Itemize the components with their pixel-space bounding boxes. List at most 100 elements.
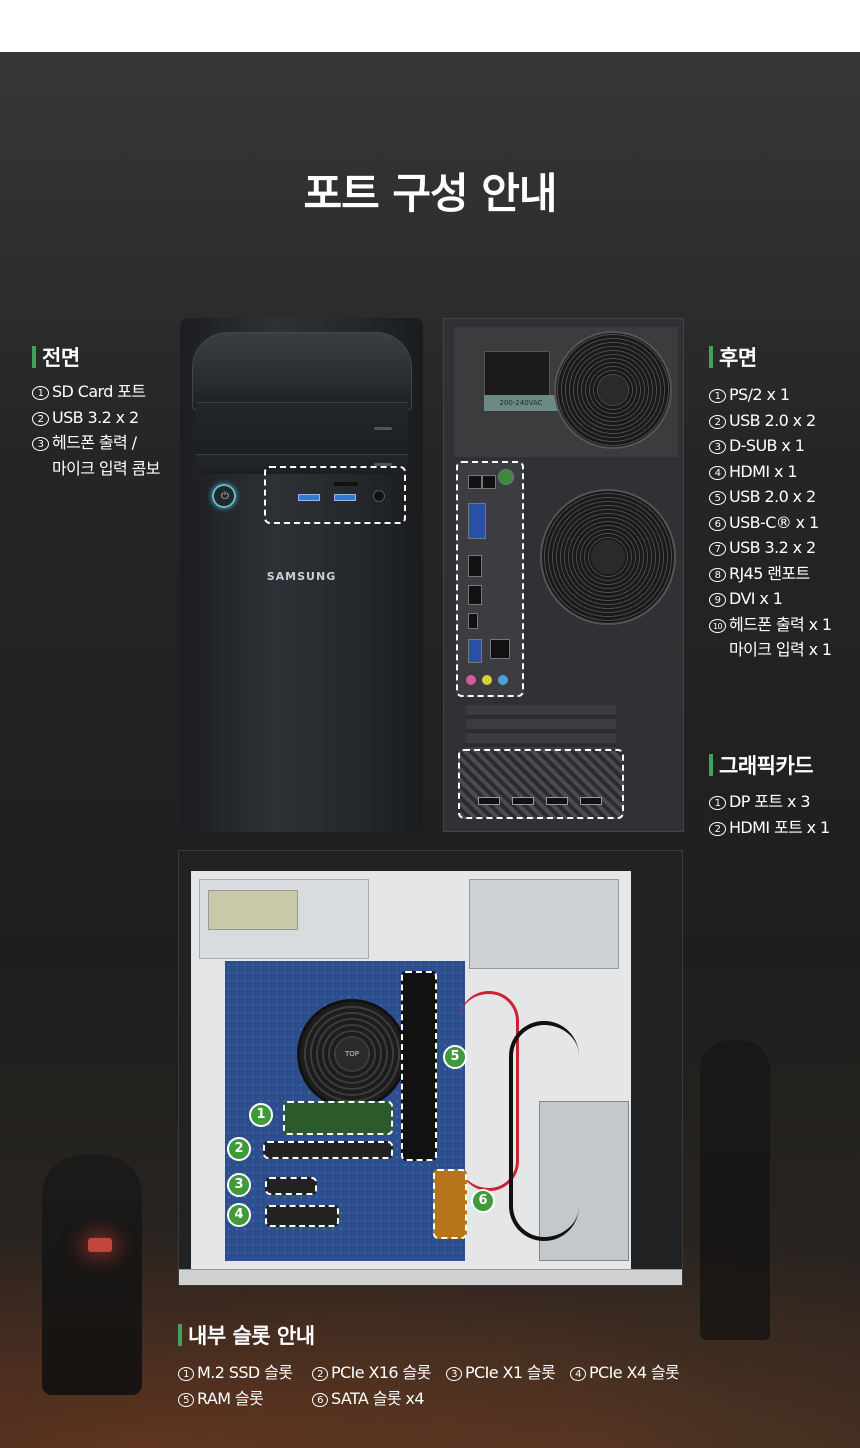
item-number: 1 (709, 389, 726, 403)
item-text: D-SUB x 1 (729, 436, 805, 455)
item-number: 3 (446, 1367, 462, 1381)
list-item-continuation: 마이크 입력 x 1 (729, 640, 832, 659)
item-text: PCIe X16 슬롯 (331, 1363, 431, 1382)
item-number: 6 (709, 516, 726, 531)
item-text: PCIe X4 슬롯 (589, 1363, 680, 1382)
rear-section-title: 후면 (709, 342, 757, 372)
psu-voltage-label: 200-240VAC (484, 395, 558, 411)
line-in-jack-icon (498, 675, 508, 685)
usb-port-icon (468, 639, 482, 663)
item-number: 2 (709, 821, 726, 836)
cpu-cooler-icon: TOP (297, 999, 407, 1109)
rear-title-label: 후면 (719, 346, 757, 370)
usb-port-icon (334, 494, 356, 501)
internal-section-title: 내부 슬롯 안내 (178, 1320, 315, 1350)
item-text: DP 포트 x 3 (729, 792, 811, 811)
item-number: 1 (178, 1367, 194, 1381)
page-title: 포트 구성 안내 (303, 169, 557, 218)
tower-top-panel (192, 332, 412, 410)
front-title-label: 전면 (42, 346, 80, 370)
psu-sticker (208, 890, 298, 930)
item-text: RAM 슬롯 (197, 1389, 264, 1408)
usb-port-icon (482, 475, 496, 489)
slot-badge: 3 (227, 1173, 251, 1197)
rear-tower-image: 200-240VAC (443, 318, 684, 832)
usb-port-icon (468, 585, 482, 605)
item-number: 2 (709, 414, 726, 429)
sd-card-slot-icon (334, 482, 358, 486)
background-haze (0, 52, 860, 452)
front-io-highlight (264, 466, 406, 524)
item-number: 8 (709, 567, 726, 582)
item-text: SD Card 포트 (52, 382, 146, 401)
front-section-title: 전면 (32, 342, 80, 372)
item-text: DVI x 1 (729, 589, 783, 608)
drive-bay (196, 402, 408, 454)
hdmi-port-icon (580, 797, 602, 805)
rear-io-highlight (456, 461, 524, 697)
item-number: 9 (709, 593, 726, 607)
dp-port-icon (546, 797, 568, 805)
dp-port-icon (478, 797, 500, 805)
slot-badge: 5 (443, 1045, 467, 1069)
usb-c-port-icon (468, 613, 478, 629)
item-number: 5 (709, 491, 726, 505)
pcie-x16-slot-highlight (263, 1141, 393, 1159)
item-number: 3 (32, 437, 49, 451)
m2-slot-highlight (283, 1101, 393, 1135)
slot-badge: 4 (227, 1203, 251, 1227)
item-text: PS/2 x 1 (729, 385, 790, 404)
item-text: USB 2.0 x 2 (729, 410, 816, 430)
ram-slot-highlight (401, 971, 437, 1161)
item-number: 1 (32, 386, 49, 400)
pcie-x1-slot-highlight (265, 1177, 317, 1195)
audio-jack-icon (373, 490, 385, 502)
graphics-section-title: 그래픽카드 (709, 750, 814, 780)
usb-port-icon (298, 494, 320, 501)
background-rider-silhouette (42, 1155, 142, 1395)
internal-psu (199, 879, 369, 959)
slot-badge: 1 (249, 1103, 273, 1127)
ps2-port-icon (498, 469, 514, 485)
front-tower-image: ⏻ SAMSUNG (180, 318, 423, 832)
item-number: 2 (32, 411, 49, 426)
drive-bay (196, 454, 408, 474)
item-number: 7 (709, 542, 726, 556)
cooler-cap-label: TOP (336, 1038, 368, 1070)
accent-bar (178, 1324, 182, 1346)
sata-slot-highlight (433, 1169, 467, 1239)
list-item-continuation: 마이크 입력 콤보 (52, 458, 160, 478)
item-text: 헤드폰 출력 / (52, 433, 137, 452)
power-plug-icon (484, 351, 550, 401)
item-number: 1 (709, 796, 726, 810)
accent-bar (32, 346, 36, 368)
item-text: SATA 슬롯 x4 (331, 1389, 425, 1408)
item-text: USB 3.2 x 2 (52, 407, 139, 427)
item-number: 10 (709, 618, 726, 633)
sata-cable (459, 991, 519, 1191)
case-bottom-rail (179, 1269, 682, 1285)
pcie-x4-slot-highlight (265, 1205, 339, 1227)
item-text: HDMI x 1 (729, 461, 798, 481)
item-text: USB 2.0 x 2 (729, 487, 816, 506)
rj45-port-icon (490, 639, 510, 659)
usb-port-icon (468, 475, 482, 489)
